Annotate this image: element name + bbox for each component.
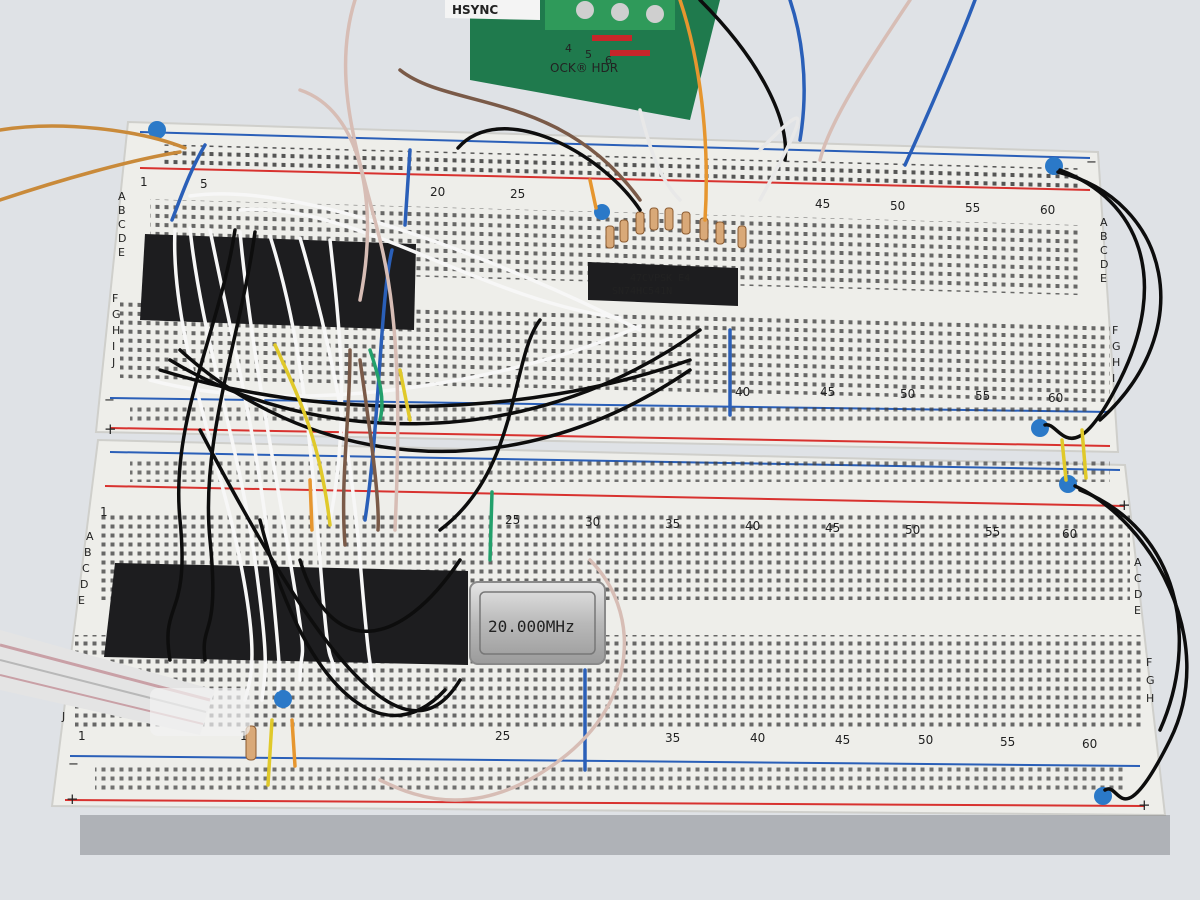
upper-col-5: 5 [200, 177, 208, 191]
lower-col-50-bottom: 50 [918, 733, 933, 747]
upper-row-b-right: B [1100, 230, 1108, 243]
upper-col-55-lower: 55 [975, 389, 990, 403]
lower-col-25-bottom: 25 [495, 729, 510, 743]
lower-col-1: 1 [100, 505, 108, 519]
lower-col-45: 45 [825, 521, 840, 535]
terminal-number-1: 4 [565, 42, 572, 55]
lower-col-35-bottom: 35 [665, 731, 680, 745]
sticker-text: HSYNC [452, 3, 498, 17]
upper-row-d-right: D [1100, 258, 1108, 271]
lower-col-55-bottom: 55 [1000, 735, 1015, 749]
upper-row-i-right: I [1112, 372, 1115, 385]
upper-row-d: D [118, 232, 126, 245]
upper-row-g: G [112, 308, 121, 321]
upper-rail-plus: + [104, 420, 117, 438]
lower-row-e-right: E [1134, 604, 1141, 617]
black-wire-bundle [158, 0, 1189, 801]
upper-col-45-lower: 45 [820, 385, 835, 399]
lower-col-60: 60 [1062, 527, 1077, 541]
lower-col-1-bottom: 1 [78, 729, 86, 743]
upper-col-1: 1 [140, 175, 148, 189]
lower-rail-plus-right: + [1138, 796, 1151, 814]
lower-rail-plus: + [66, 790, 79, 808]
upper-col-45: 45 [815, 197, 830, 211]
upper-row-f-right: F [1112, 324, 1118, 337]
upper-col-50-lower: 50 [900, 387, 915, 401]
lower-row-b: B [84, 546, 92, 559]
upper-row-h-right: H [1112, 356, 1120, 369]
upper-rail-minus-right: − [1086, 155, 1097, 170]
buffer-chip-code: 47CVPSK E4 [630, 273, 690, 284]
upper-row-j: J [111, 356, 115, 369]
upper-col-20: 20 [430, 185, 445, 199]
lower-col-25: 25 [505, 513, 520, 527]
lower-row-a-right: A [1134, 556, 1142, 569]
upper-col-40-lower: 40 [735, 385, 750, 399]
terminal-board: 4 5 6 OCK® HDR [470, 0, 720, 120]
lower-rail-plus-top-right: + [1118, 496, 1131, 514]
upper-row-g-right: G [1112, 340, 1121, 353]
upper-row-i: I [112, 340, 115, 353]
buffer-chip-part-number: SN74HC541N [612, 286, 672, 297]
terminal-number-3: 6 [605, 54, 612, 67]
resistor-bottom-left [245, 725, 257, 761]
upper-row-e: E [118, 246, 125, 259]
upper-row-a-right: A [1100, 216, 1108, 229]
terminal-number-2: 5 [585, 48, 592, 61]
lower-col-55: 55 [985, 525, 1000, 539]
lower-rail-minus: − [68, 757, 79, 772]
lower-row-c-right: C [1134, 572, 1142, 585]
dip-chip-upper-left [140, 234, 416, 330]
upper-col-55: 55 [965, 201, 980, 215]
lower-row-a: A [86, 530, 94, 543]
sticker: HSYNC [445, 0, 540, 20]
upper-col-60: 60 [1040, 203, 1055, 217]
ribbon-cable [0, 630, 250, 736]
lower-row-j: J [61, 710, 65, 723]
upper-row-f: F [112, 292, 118, 305]
lower-col-45-bottom: 45 [835, 733, 850, 747]
lower-row-h-right: H [1146, 692, 1154, 705]
upper-col-60-lower: 60 [1048, 391, 1063, 405]
breadboard-lower: 1 25 30 35 40 45 50 55 60 1 10 25 35 40 … [50, 438, 1170, 855]
upper-row-b: B [118, 204, 126, 217]
lower-row-e: E [78, 594, 85, 607]
lower-col-35: 35 [665, 517, 680, 531]
crystal-oscillator: 20.000MHz [469, 581, 606, 665]
buffer-chip-74hc541: 47CVPSK E4 SN74HC541N [588, 262, 738, 306]
lower-col-40: 40 [745, 519, 760, 533]
resistor-array [605, 207, 747, 249]
lower-row-d: D [80, 578, 88, 591]
upper-row-c-right: C [1100, 244, 1108, 257]
upper-col-25: 25 [510, 187, 525, 201]
upper-row-e-right: E [1100, 272, 1107, 285]
lower-col-50: 50 [905, 523, 920, 537]
upper-rail-minus: − [104, 393, 115, 408]
lower-col-30: 30 [585, 515, 600, 529]
white-wire-bundle [148, 192, 642, 702]
colored-wires [0, 0, 1088, 802]
upper-col-50: 50 [890, 199, 905, 213]
upper-row-a: A [118, 190, 126, 203]
upper-row-h: H [112, 324, 120, 337]
upper-row-c: C [118, 218, 126, 231]
lower-col-40-bottom: 40 [750, 731, 765, 745]
terminal-board-label: OCK® HDR [550, 61, 618, 75]
dip-chip-lower-left [104, 563, 468, 665]
lower-row-d-right: D [1134, 588, 1142, 601]
lower-row-f-right: F [1146, 656, 1152, 669]
lower-row-c: C [82, 562, 90, 575]
lower-col-60-bottom: 60 [1082, 737, 1097, 751]
oscillator-frequency-label: 20.000MHz [488, 617, 575, 636]
lower-row-g-right: G [1146, 674, 1155, 687]
